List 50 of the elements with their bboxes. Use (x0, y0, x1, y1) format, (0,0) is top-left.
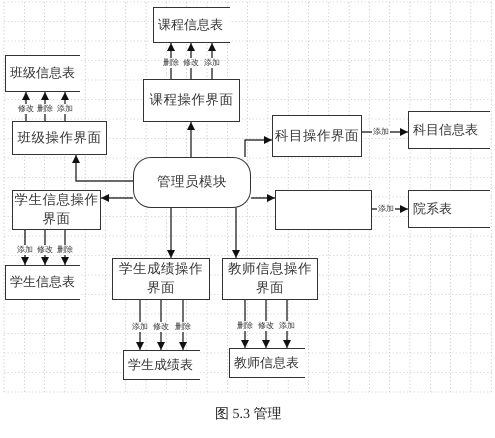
edge-label: 添加 (56, 104, 74, 114)
process-box (275, 190, 372, 230)
data-store: 学生成绩表 (123, 350, 200, 380)
data-store: 班级信息表 (5, 55, 80, 92)
arrow (208, 43, 216, 79)
caption: 图 5.3 管理 (215, 406, 282, 423)
edge-label: 修改 (152, 322, 170, 332)
process-box: 学生信息操作界面 (12, 190, 101, 230)
arrow (41, 230, 49, 265)
edge-label: 修改 (257, 321, 275, 331)
process-box: 课程操作界面 (143, 79, 240, 122)
process-box: 教师信息操作界面 (222, 258, 318, 300)
process-box: 学生成绩操作界面 (112, 258, 210, 300)
data-store: 学生信息表 (5, 265, 80, 300)
edge-label: 添加 (16, 244, 34, 254)
arrow (101, 194, 133, 202)
data-store: 院系表 (408, 190, 490, 228)
arrow (187, 122, 195, 157)
module-box: 管理员模块 (133, 157, 251, 208)
arrow (251, 194, 275, 202)
arrow (244, 136, 272, 157)
edge-label: 修改 (17, 104, 35, 114)
edge-label: 删除 (36, 104, 54, 114)
edge-label: 添加 (203, 58, 221, 68)
arrow (283, 300, 291, 348)
arrow (167, 208, 175, 258)
arrow (157, 300, 165, 350)
edge-label: 删除 (162, 58, 180, 68)
process-box: 科目操作界面 (272, 115, 362, 157)
arrow (262, 300, 270, 348)
process-box: 班级操作界面 (12, 121, 107, 155)
edge-label: 修改 (36, 244, 54, 254)
data-store: 科目信息表 (408, 111, 490, 149)
edge-label: 删除 (236, 321, 254, 331)
arrow (61, 92, 69, 121)
arrow (232, 208, 240, 258)
edge-label: 删除 (174, 322, 192, 332)
arrow (136, 300, 144, 350)
data-store: 教师信息表 (229, 348, 305, 378)
arrow (187, 43, 195, 79)
arrow (72, 155, 133, 182)
arrow (22, 92, 30, 121)
data-store: 课程信息表 (153, 7, 230, 43)
edge-label: 添加 (131, 322, 149, 332)
arrow (21, 230, 29, 265)
edge-label: 修改 (182, 58, 200, 68)
edge-label: 添加 (377, 204, 395, 214)
edge-label: 添加 (278, 321, 296, 331)
edge-label: 删除 (56, 244, 74, 254)
edge-label: 添加 (372, 127, 390, 137)
